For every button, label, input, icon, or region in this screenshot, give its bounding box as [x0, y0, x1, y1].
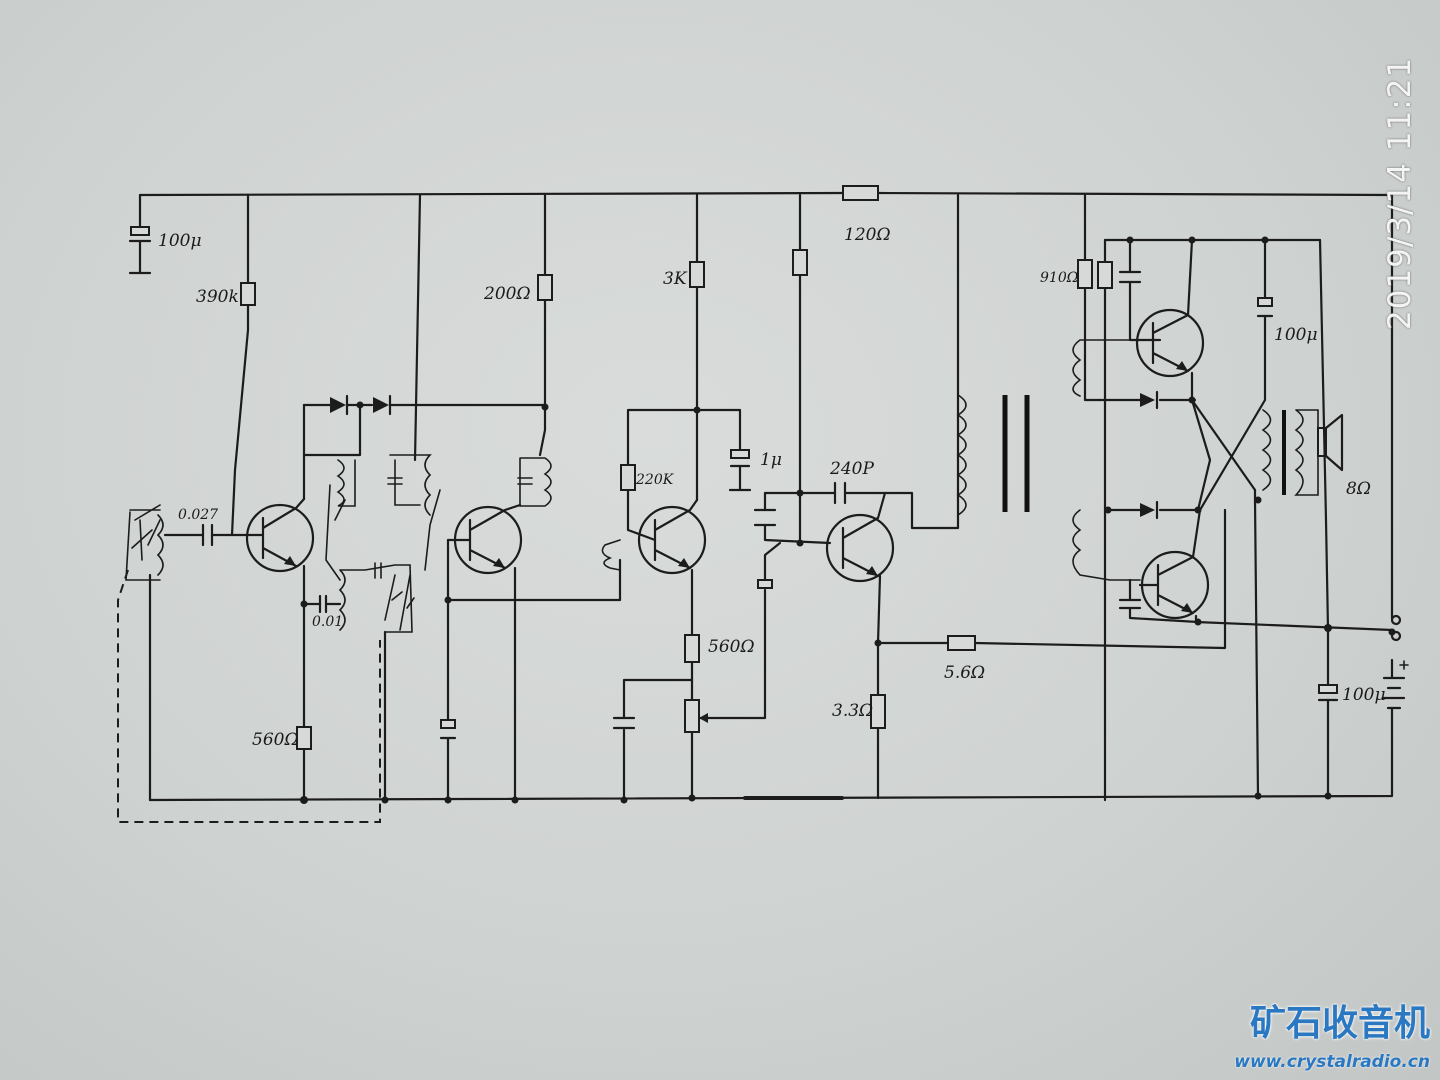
label-r-collector-if: 200Ω — [483, 284, 531, 304]
ground-rail — [148, 733, 1394, 802]
label-c-coupling: 0.027 — [178, 507, 218, 523]
rf-stage — [125, 193, 342, 804]
label-r-load: 3K — [663, 269, 688, 289]
label-r-emitter-1: 560Ω — [252, 730, 299, 750]
label-c-supply: 100μ — [1342, 685, 1386, 705]
label-r-feedback: 5.6Ω — [944, 663, 985, 683]
label-speaker: 8Ω — [1346, 479, 1371, 499]
label-r-bias-2: 220K — [635, 472, 675, 488]
gang-tuning-link — [117, 569, 381, 823]
label-r-bias-1: 390k — [196, 287, 239, 307]
label-c-driver: 240P — [829, 459, 874, 479]
photo-timestamp: 2019/3/14 11:21 — [1382, 56, 1418, 330]
label-r-bias-out: 910Ω — [1040, 270, 1079, 286]
label-r-emitter-3: 3.3Ω — [832, 701, 873, 721]
if-amplifier — [439, 193, 622, 804]
output-driver — [753, 193, 1227, 800]
label-c-output: 100μ — [1274, 325, 1318, 345]
label-c-mixer: 0.01 — [312, 614, 343, 630]
label-c-input-filter: 100μ — [158, 231, 202, 251]
push-pull-output — [1072, 193, 1409, 802]
label-c-decoupling: 1μ — [760, 450, 782, 470]
audio-driver — [601, 193, 767, 804]
label-r-emitter-2: 560Ω — [708, 637, 755, 657]
label-r-supply: 120Ω — [844, 225, 891, 245]
watermark-name: 矿石收音机 — [1249, 1003, 1430, 1044]
oscillator-section — [302, 193, 549, 804]
supply-rail — [138, 185, 1394, 620]
input-filter-capacitor — [128, 193, 152, 275]
watermark-url: www.crystalradio.cn — [1234, 1052, 1430, 1072]
